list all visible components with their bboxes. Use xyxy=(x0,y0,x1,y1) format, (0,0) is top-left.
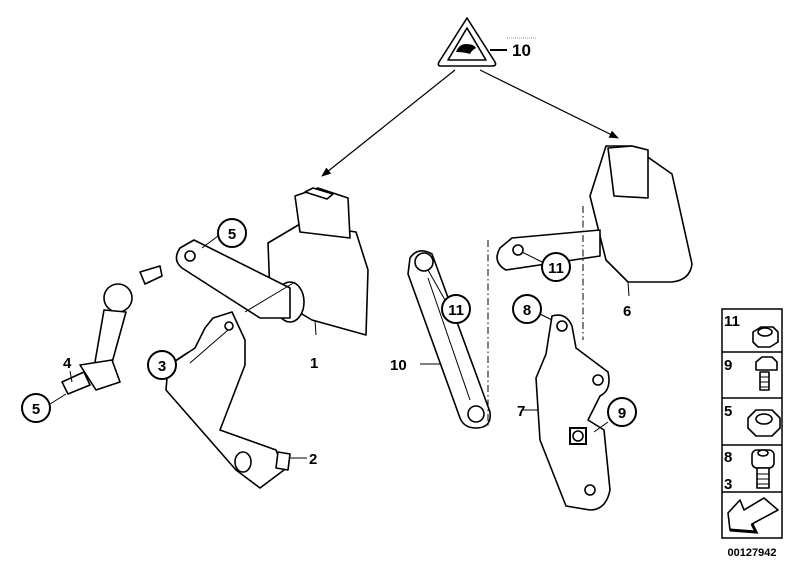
label-part-4[interactable]: 4 xyxy=(63,355,72,372)
callout-3[interactable]: 3 xyxy=(147,350,189,380)
svg-text:11: 11 xyxy=(548,260,564,277)
svg-text:3: 3 xyxy=(724,476,732,493)
socket-cap-screw-icon xyxy=(751,449,775,489)
bracket-tab xyxy=(275,451,291,471)
callout-9[interactable]: 9 xyxy=(593,397,637,433)
link-rod xyxy=(407,250,492,429)
legend-row-hex-nut[interactable]: 5 xyxy=(724,403,781,437)
bracket-mount-hole xyxy=(234,451,252,473)
arrow-to-front-sensor xyxy=(321,69,456,177)
label-part-1[interactable]: 1 xyxy=(310,355,318,372)
coupling-rod xyxy=(61,265,163,395)
legend-row-lock-nut[interactable]: 11 xyxy=(724,313,779,348)
drawing-number: 00127942 xyxy=(728,547,777,559)
sensor-bracket xyxy=(165,311,285,489)
label-part-7[interactable]: 7 xyxy=(517,403,525,420)
label-part-10[interactable]: 10 xyxy=(390,357,407,374)
label-part-6[interactable]: 6 xyxy=(623,303,631,320)
svg-text:11: 11 xyxy=(448,302,464,319)
flange-bolt-icon xyxy=(755,356,778,391)
callout-11-sensor[interactable]: 11 xyxy=(521,251,571,282)
hardware-legend: 11 9 5 8 3 xyxy=(721,308,783,539)
hex-nut-icon xyxy=(747,409,781,437)
rear-level-sensor xyxy=(496,145,693,297)
sensor-lever-arm xyxy=(175,239,291,319)
svg-text:3: 3 xyxy=(158,358,166,375)
callout-5-bottom[interactable]: 5 xyxy=(21,393,67,423)
legend-row-flange-bolt[interactable]: 9 xyxy=(724,356,778,391)
warning-triangle-icon xyxy=(437,17,497,67)
svg-text:5: 5 xyxy=(32,401,40,418)
bracket-hole xyxy=(224,321,234,331)
svg-text:8: 8 xyxy=(523,302,531,319)
svg-text:5: 5 xyxy=(724,403,732,420)
svg-text:8: 8 xyxy=(724,449,732,466)
svg-text:9: 9 xyxy=(724,357,732,374)
callout-5-top[interactable]: 5 xyxy=(201,218,247,249)
label-part-2[interactable]: 2 xyxy=(309,451,317,468)
svg-text:9: 9 xyxy=(618,405,626,422)
lever-hole xyxy=(184,250,196,262)
rear-bracket-hole xyxy=(556,320,568,332)
rear-bracket-hole-2 xyxy=(592,374,604,386)
svg-text:5: 5 xyxy=(228,226,236,243)
lock-nut-icon xyxy=(752,326,779,348)
top-reference-label: 10 xyxy=(512,41,531,60)
arrow-to-rear-sensor xyxy=(479,69,619,139)
arrow-left-icon[interactable] xyxy=(727,497,779,534)
rear-bracket-mount-hole xyxy=(584,484,596,496)
legend-row-socket-screw[interactable]: 8 3 xyxy=(724,449,775,493)
weld-nut-hole xyxy=(572,430,584,442)
callout-8[interactable]: 8 xyxy=(512,294,553,324)
callout-11-rod[interactable]: 11 xyxy=(427,269,471,324)
svg-text:11: 11 xyxy=(724,313,740,330)
rear-sensor-bracket xyxy=(535,314,611,511)
